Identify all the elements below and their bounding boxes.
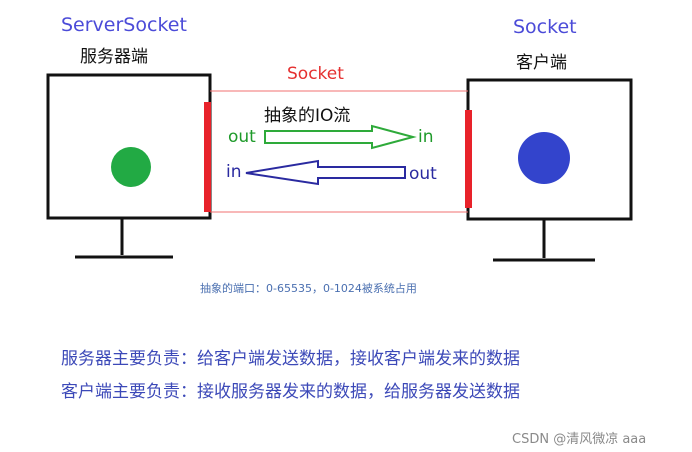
bottom-arrow-out-label: out — [409, 164, 437, 184]
client-name: Socket — [513, 16, 577, 38]
server-monitor — [46, 73, 212, 220]
bottom-blue-arrow — [245, 159, 406, 186]
client-socket-bar — [465, 110, 472, 208]
top-arrow-out-label: out — [228, 127, 256, 147]
bottom-arrow-in-label: in — [226, 162, 242, 182]
server-dot — [111, 147, 151, 187]
client-dot — [518, 132, 570, 184]
client-label: 客户端 — [516, 53, 567, 73]
server-summary: 服务器主要负责：给客户端发送数据，接收客户端发来的数据 — [61, 349, 520, 369]
server-socket-bar — [204, 102, 211, 212]
socket-channel-label: Socket — [287, 64, 344, 84]
client-summary: 客户端主要负责：接收服务器发来的数据，给服务器发送数据 — [61, 382, 520, 402]
top-green-arrow — [264, 124, 417, 150]
top-arrow-in-label: in — [418, 127, 434, 147]
port-note: 抽象的端口：0-65535，0-1024被系统占用 — [200, 282, 417, 295]
io-stream-label: 抽象的IO流 — [264, 106, 351, 126]
server-name: ServerSocket — [61, 14, 187, 36]
watermark: CSDN @清风微凉 aaa — [512, 432, 647, 447]
server-label: 服务器端 — [80, 47, 148, 67]
